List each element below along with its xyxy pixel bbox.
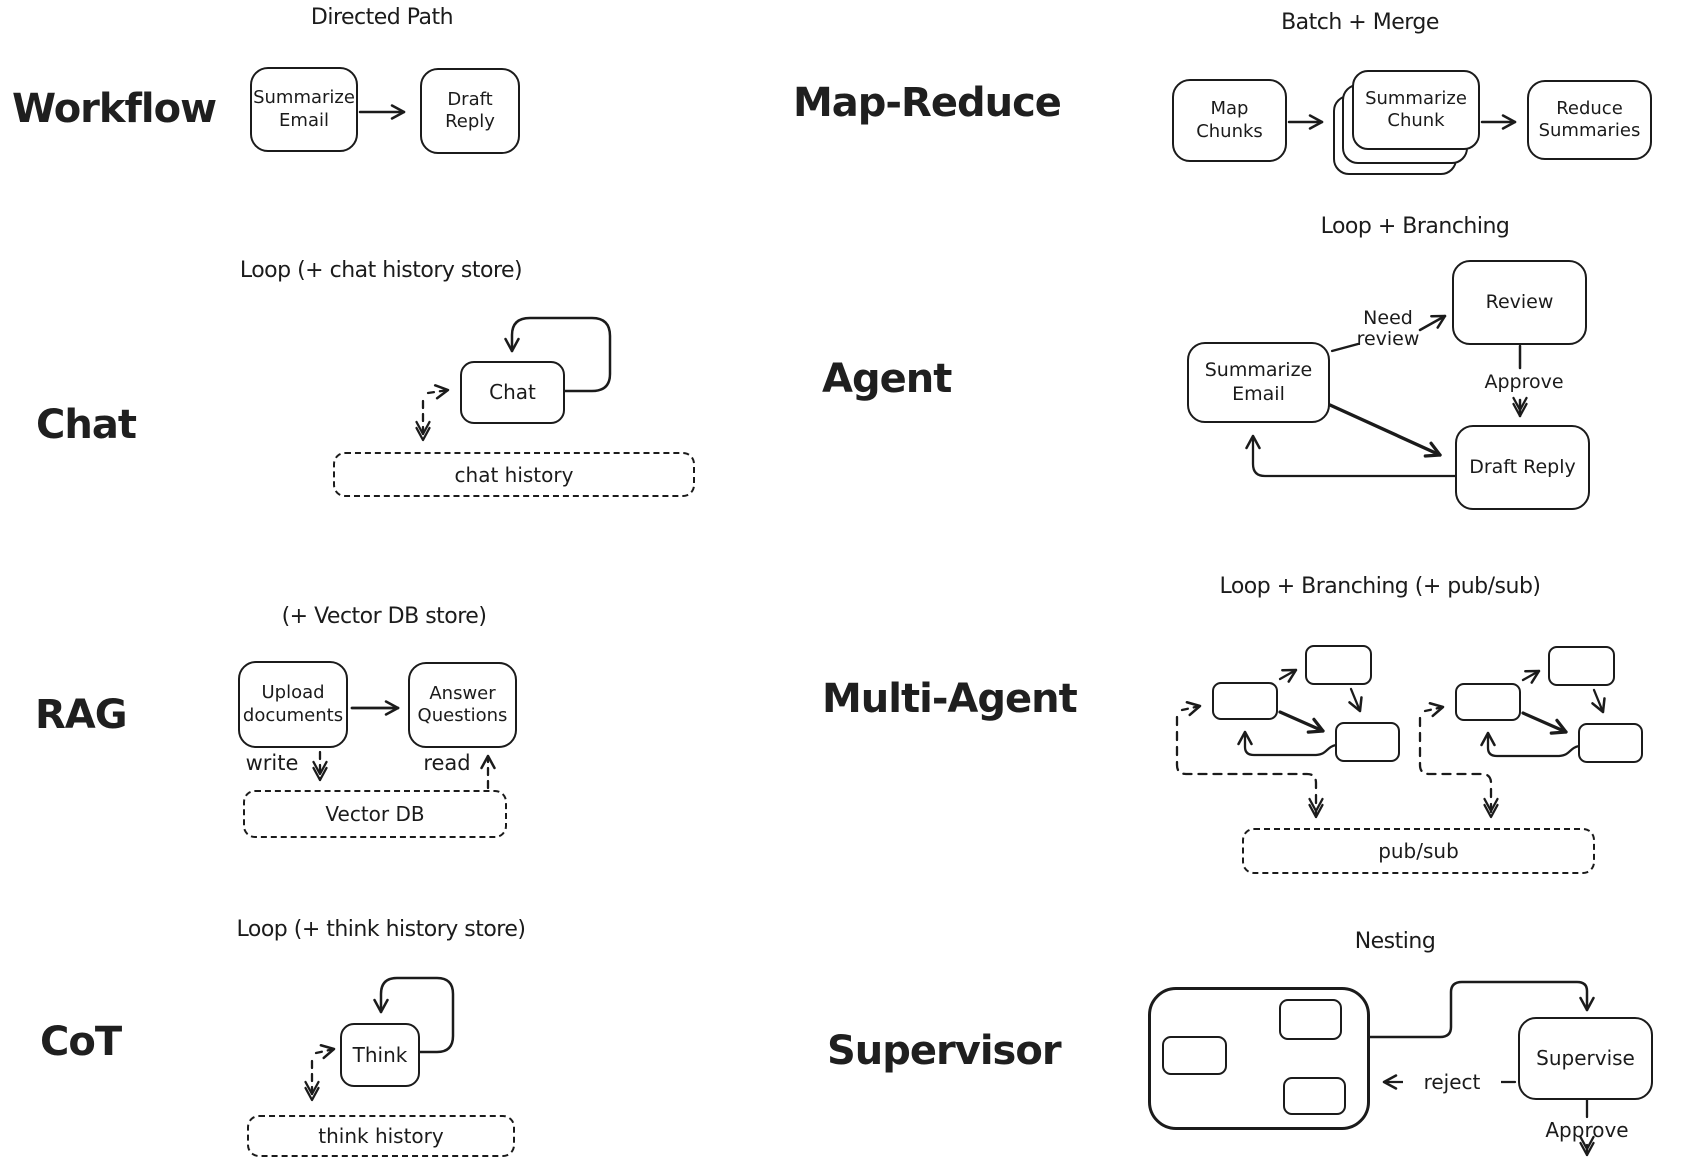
section-agent: Agent Loop + Branching Summarize Email R…: [760, 200, 1681, 515]
node-supervise: Supervise: [1518, 1017, 1653, 1100]
rag-label: RAG: [35, 692, 128, 738]
node-draft-reply: Draft Reply: [420, 68, 520, 154]
section-multi-agent: Multi-Agent Loop + Branching (+ pub/sub)…: [760, 540, 1681, 890]
edge-label-read: read: [423, 751, 471, 775]
agent-arrows-icon: [1245, 314, 1528, 478]
node-chat: Chat: [460, 361, 565, 424]
node-answer-questions: Answer Questions: [408, 662, 517, 748]
agent-node: [1548, 646, 1615, 686]
cot-arrows-icon: [304, 976, 455, 1102]
node-upload-documents: Upload documents: [238, 661, 348, 748]
workflow-title: Directed Path: [310, 5, 454, 30]
multi-agent-title: Loop + Branching (+ pub/sub): [1219, 574, 1541, 599]
section-map-reduce: Map-Reduce Batch + Merge Map Chunks Summ…: [760, 0, 1681, 200]
edge-label-reject: reject: [1403, 1071, 1501, 1093]
multi-agent-arrows-icon: [1175, 668, 1606, 819]
node-draft-reply: Draft Reply: [1455, 425, 1590, 510]
chat-label: Chat: [36, 402, 137, 448]
agent-node: [1335, 722, 1400, 762]
node-summarize-email: Summarize Email: [250, 67, 358, 152]
agent-node: [1162, 1036, 1227, 1075]
agent-node: [1578, 723, 1643, 763]
multi-agent-label: Multi-Agent: [822, 676, 1078, 722]
supervisor-title: Nesting: [1354, 929, 1436, 954]
section-chat: Chat Loop (+ chat history store) Chat ch…: [0, 220, 760, 520]
section-workflow: Workflow Directed Path Summarize Email D…: [0, 0, 760, 200]
edge-label-approve: Approve: [1475, 372, 1573, 393]
node-map-chunks: Map Chunks: [1172, 79, 1287, 162]
agent-node: [1455, 683, 1521, 721]
store-think-history: think history: [247, 1115, 515, 1157]
node-summarize-email: Summarize Email: [1187, 342, 1330, 423]
rag-arrows-icon: [312, 700, 496, 790]
node-reduce-summaries: Reduce Summaries: [1527, 80, 1652, 160]
map-reduce-label: Map-Reduce: [793, 80, 1062, 126]
section-cot: CoT Loop (+ think history store) Think t…: [0, 855, 760, 1170]
agent-label: Agent: [822, 356, 952, 402]
store-vector-db: Vector DB: [243, 790, 507, 838]
agent-title: Loop + Branching: [1320, 214, 1510, 239]
supervisor-label: Supervisor: [827, 1028, 1062, 1074]
section-rag: RAG (+ Vector DB store) Upload documents…: [0, 540, 760, 840]
section-supervisor: Supervisor Nesting Supervise reject Appr…: [760, 885, 1681, 1170]
cot-label: CoT: [40, 1019, 122, 1065]
map-reduce-title: Batch + Merge: [1281, 10, 1439, 35]
agent-node: [1279, 999, 1342, 1040]
chat-title: Loop (+ chat history store): [239, 258, 523, 283]
agent-node: [1212, 682, 1278, 720]
node-review: Review: [1452, 260, 1587, 345]
edge-label-write: write: [245, 751, 299, 775]
store-chat-history: chat history: [333, 452, 695, 497]
cot-title: Loop (+ think history store): [236, 917, 526, 942]
workflow-label: Workflow: [12, 86, 217, 132]
agent-node: [1305, 645, 1372, 685]
rag-title: (+ Vector DB store): [281, 604, 487, 629]
store-pub-sub: pub/sub: [1242, 828, 1595, 874]
chat-arrows-icon: [415, 316, 612, 442]
map-reduce-arrows-icon: [1287, 114, 1517, 130]
node-summarize-chunk: Summarize Chunk: [1352, 70, 1480, 150]
node-think: Think: [340, 1023, 420, 1087]
workflow-arrow-icon: [358, 104, 406, 120]
edge-label-need-review: Need review: [1356, 307, 1420, 350]
edge-label-approve: Approve: [1545, 1118, 1629, 1142]
agent-node: [1283, 1077, 1346, 1115]
